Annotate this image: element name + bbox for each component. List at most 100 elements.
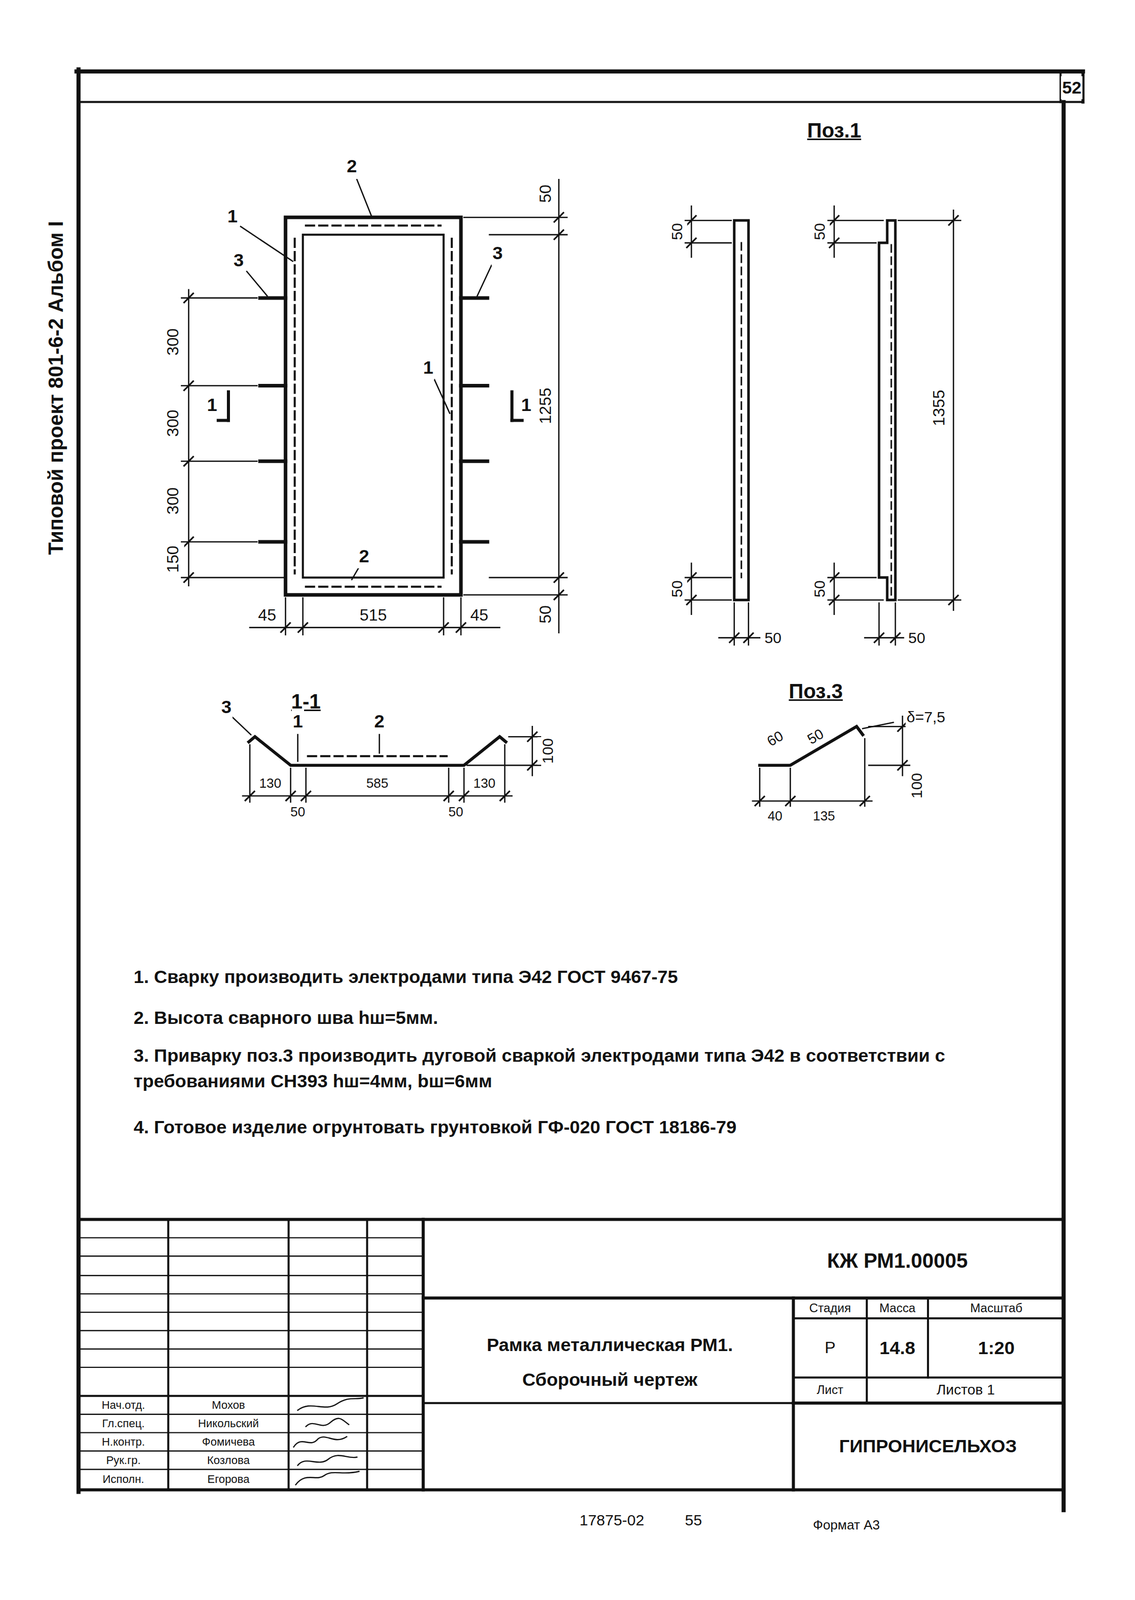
callout-number: 2 xyxy=(373,708,386,734)
dimension-text: 45 xyxy=(257,604,278,627)
dimension-text: 50 xyxy=(763,627,783,648)
title-block-cell: Нач.отд. xyxy=(100,1397,147,1413)
title-block-cell: Листов 1 xyxy=(935,1379,996,1400)
callout-number: 2 xyxy=(345,153,358,179)
dimension-tick xyxy=(729,632,740,643)
dimension-text: 50 xyxy=(666,578,688,598)
dimension-tick xyxy=(743,632,754,643)
dimension-tick xyxy=(948,215,959,226)
note-text: 3. Приварку поз.3 производить дуговой св… xyxy=(132,1042,1053,1095)
document-code: КЖ РМ1.00005 xyxy=(825,1246,969,1275)
dimension-tick xyxy=(948,594,959,606)
organization-name: ГИПРОНИСЕЛЬХОЗ xyxy=(838,1432,1018,1458)
note-text: 4. Готовое изделие огрунтовать грунтовко… xyxy=(132,1114,1053,1140)
dimension-tick xyxy=(280,622,291,633)
dimension-tick xyxy=(300,790,312,801)
dimension-text: 300 xyxy=(162,485,185,516)
title-block-cell: Масштаб xyxy=(968,1299,1024,1316)
dimension-tick xyxy=(183,380,194,391)
dimension-tick xyxy=(686,572,697,583)
drawing-title: Рамка металлическая РМ1. xyxy=(481,1332,739,1357)
view-header: Поз.3 xyxy=(788,677,845,706)
dimension-text: 40 xyxy=(766,806,784,825)
dimension-text: 130 xyxy=(258,774,283,793)
dimension-text: 515 xyxy=(358,604,388,627)
dimension-text: δ=7,5 xyxy=(905,706,947,728)
dimension-text: 100 xyxy=(537,736,558,765)
dimension-tick xyxy=(553,212,565,223)
dimension-text: 1355 xyxy=(928,388,951,428)
callout-number: 1 xyxy=(422,354,435,380)
dimension-text: 135 xyxy=(812,806,837,825)
dimension-tick xyxy=(183,572,194,583)
side-stamp: Типовой проект 801-6-2 Альбом I xyxy=(42,219,71,556)
dimension-tick xyxy=(499,790,511,801)
section-mark: 1 xyxy=(520,392,533,418)
dimension-tick xyxy=(890,632,901,643)
dimension-text: 50 xyxy=(809,221,830,241)
callout-number: 1 xyxy=(291,708,305,734)
title-block-cell: Масса xyxy=(878,1299,917,1316)
dimension-tick xyxy=(455,622,467,633)
format-mark: Формат А3 xyxy=(812,1516,882,1535)
dimension-tick xyxy=(897,759,908,771)
dimension-tick xyxy=(828,594,840,606)
title-block-cell: Мохов xyxy=(210,1397,246,1413)
drawing-title: Сборочный чертеж xyxy=(521,1367,699,1392)
dimension-tick xyxy=(183,536,194,547)
dimension-tick xyxy=(244,790,256,801)
dimension-tick xyxy=(828,215,840,226)
title-block-cell: 1:20 xyxy=(977,1335,1016,1360)
dimension-text: 150 xyxy=(162,544,185,574)
dimension-text: 50 xyxy=(447,802,465,821)
note-text: 1. Сварку производить электродами типа Э… xyxy=(132,963,679,990)
title-block-cell: Лист xyxy=(815,1381,845,1398)
title-block-cell: Рук.гр. xyxy=(105,1452,143,1468)
dimension-tick xyxy=(527,731,538,742)
dimension-tick xyxy=(285,790,296,801)
view-header: Поз.1 xyxy=(805,117,863,145)
dimension-text: 50 xyxy=(809,578,830,598)
sheet-number: 52 xyxy=(1060,76,1083,100)
note-text: 2. Высота сварного шва hш=5мм. xyxy=(132,1004,439,1031)
title-block-cell: Никольский xyxy=(197,1415,261,1431)
dimension-tick xyxy=(297,622,309,633)
title-block-cell: Исполн. xyxy=(101,1471,146,1488)
dimension-tick xyxy=(686,594,697,606)
dimension-tick xyxy=(686,237,697,248)
dimension-text: 1255 xyxy=(534,386,557,426)
dimension-tick xyxy=(443,790,454,801)
dimension-tick xyxy=(686,215,697,226)
dimension-tick xyxy=(527,759,538,771)
dimension-tick xyxy=(553,589,565,600)
dimension-text: 100 xyxy=(906,771,928,800)
dimension-text: 50 xyxy=(289,802,307,821)
dimension-text: 45 xyxy=(469,604,490,627)
dimension-text: 50 xyxy=(666,221,688,241)
dimension-tick xyxy=(859,795,870,806)
title-block-cell: 14.8 xyxy=(878,1335,917,1360)
dimension-text: 300 xyxy=(162,408,185,438)
dimension-text: 50 xyxy=(534,604,557,625)
dimension-tick xyxy=(873,632,885,643)
dimension-tick xyxy=(553,229,565,240)
section-mark: 1 xyxy=(205,392,219,418)
dimension-tick xyxy=(785,795,796,806)
callout-number: 3 xyxy=(232,247,245,273)
dimension-tick xyxy=(438,622,449,633)
dimension-text: 300 xyxy=(162,327,185,357)
title-block-cell: Фомичева xyxy=(200,1433,256,1450)
dimension-text: 50 xyxy=(534,183,557,205)
title-block-cell: Н.контр. xyxy=(100,1433,146,1450)
title-block-cell: Стадия xyxy=(808,1299,853,1316)
dimension-text: 130 xyxy=(472,774,497,793)
title-block-cell: Егорова xyxy=(206,1471,251,1488)
dimension-tick xyxy=(754,795,766,806)
dimension-text: 50 xyxy=(803,723,829,750)
dimension-tick xyxy=(458,790,470,801)
archive-number: 55 xyxy=(683,1509,703,1531)
dimension-text: 585 xyxy=(365,774,390,793)
callout-number: 3 xyxy=(491,240,504,266)
dimension-text: 50 xyxy=(907,627,926,648)
title-block-cell: Гл.спец. xyxy=(101,1415,146,1431)
